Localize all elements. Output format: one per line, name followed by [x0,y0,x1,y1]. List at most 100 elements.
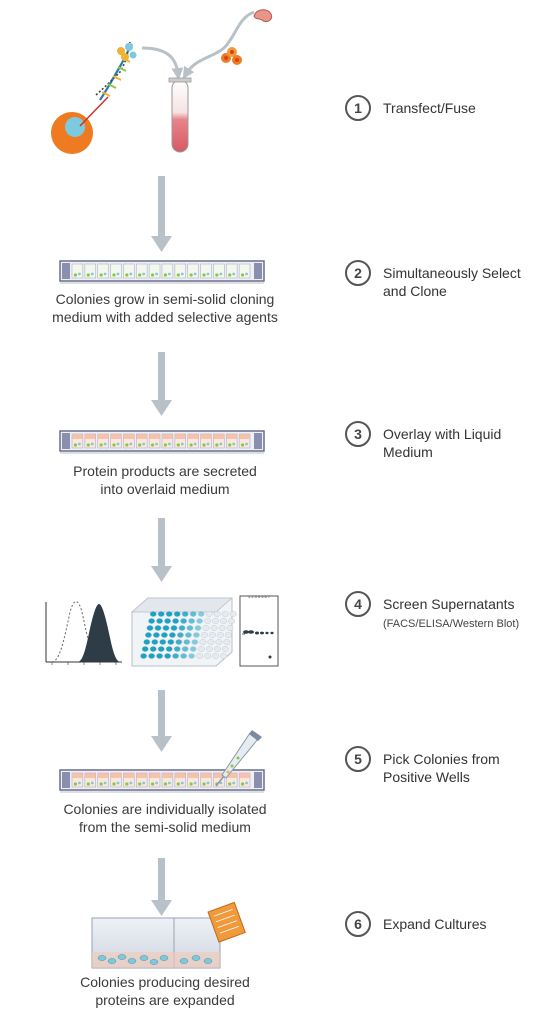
plate-well [144,632,152,638]
plate-well [160,632,168,638]
elisa-plate [130,597,237,667]
tray-well [187,263,199,279]
culture-flask-icon [91,901,246,969]
plate-well [181,611,189,617]
plate-well [204,618,212,624]
step-1: 1 Transfect/Fuse [345,95,476,121]
plate-well [183,639,191,645]
plate-well [221,646,229,652]
reagent-particles-icon [117,43,137,61]
cloning-tray-overlay [59,430,265,454]
plate-well [184,632,192,638]
plate-well [226,625,234,631]
plate-well [148,653,156,659]
cell-cluster-icon [221,47,242,65]
step-title: Screen Supernatants (FACS/ELISA/Western … [383,595,519,633]
down-arrow-3 [151,518,172,582]
step-4: 4 Screen Supernatants (FACS/ELISA/Wester… [345,591,519,633]
plate-well [223,639,231,645]
step-number-badge: 3 [345,421,371,447]
plate-well [191,639,199,645]
dna-helix-icon [95,41,133,101]
flask-cap [207,901,246,943]
expanded-colonies [97,954,213,965]
western-blot: 1 2 3 4 5 6 7 [239,594,279,667]
plate-well [180,618,188,624]
tray-well [161,263,174,279]
tray-well [97,263,109,279]
plate-well [156,653,164,659]
plate-well [188,618,196,624]
tray-well [238,263,251,279]
step-3: 3 Overlay with Liquid Medium [345,421,501,461]
down-arrow-1 [151,176,172,252]
plate-well [205,611,213,617]
step-title: Simultaneously Select and Clone [383,265,521,299]
plate-well [148,618,156,624]
plate-well [157,646,165,652]
arrow-right-in [182,10,255,80]
plate-well [172,618,180,624]
plate-well [202,625,210,631]
tray-well [135,263,148,279]
tray-well [200,263,212,279]
tray-well [148,263,161,279]
plate-well [168,632,176,638]
plate-well [229,611,237,617]
plate-well [194,625,202,631]
transfect-illustration [51,9,273,154]
blot-lane-labels: 1 2 3 4 5 6 7 [248,594,271,599]
plate-well [178,625,186,631]
step-subtitle: (FACS/ELISA/Western Blot) [383,618,520,630]
plate-well [175,639,183,645]
caption-expansion: Colonies producing desired proteins are … [80,974,250,1008]
down-arrow-2 [151,352,172,416]
plate-well [197,611,205,617]
plate-well [199,639,207,645]
plate-well [165,646,173,652]
step-title: Overlay with Liquid Medium [383,426,502,460]
plate-well [151,639,159,645]
test-tube-icon [168,77,192,153]
flow-arrows [151,176,172,916]
plate-well [210,625,218,631]
plate-well [156,618,164,624]
plate-well [188,653,196,659]
plate-well [170,625,178,631]
step-5: 5 Pick Colonies from Positive Wells [345,746,500,786]
plate-well [221,611,229,617]
cloning-tray-semisolid [59,260,265,284]
plate-well [164,653,172,659]
plate-well [207,639,215,645]
step-2: 2 Simultaneously Select and Clone [345,260,521,300]
plate-well [173,611,181,617]
step-number-badge: 2 [345,260,371,286]
cell-nucleus [65,117,85,137]
tray-well [84,263,97,279]
tray-well [213,263,225,279]
pipette-icon [215,730,262,787]
plate-well [220,618,228,624]
plate-well [197,646,205,652]
tray-well [123,263,135,279]
plate-well [180,653,188,659]
plate-well [215,639,223,645]
insertion-line [79,96,109,127]
plate-well [200,632,208,638]
tray-well [71,263,84,279]
plate-well [162,625,170,631]
plate-well [181,646,189,652]
plate-well [213,611,221,617]
plate-well [196,653,204,659]
plate-well [192,632,200,638]
tray-well [174,263,187,279]
step-title: Pick Colonies from Positive Wells [383,751,500,785]
plate-well [218,625,226,631]
step-number-badge: 1 [345,95,371,121]
plate-well [154,625,162,631]
step-number-badge: 4 [345,591,371,617]
step-number-badge: 5 [345,746,371,772]
plate-well [216,632,224,638]
plate-well [176,632,184,638]
